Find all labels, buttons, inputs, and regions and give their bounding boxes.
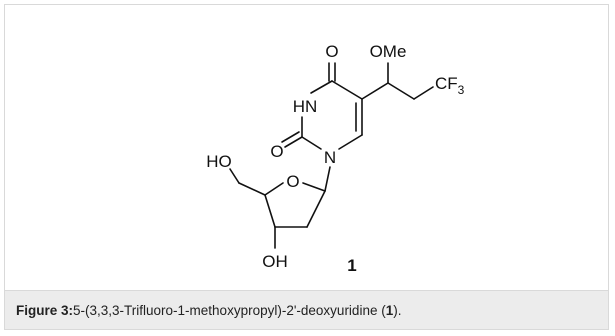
bond-c4prime-c3prime-bold — [264, 194, 276, 228]
bond-n1-c1prime — [324, 166, 331, 192]
chemical-structure-image: O OMe CF3 HN N O HO O OH 1 — [5, 5, 608, 291]
bond-n1-c2 — [301, 136, 322, 150]
figure-caption: Figure 3: 5-(3,3,3-Trifluoro-1-methoxypr… — [5, 290, 608, 329]
bond-c2-o — [284, 136, 303, 148]
molecule-drawing: O OMe CF3 HN N O HO O OH 1 — [206, 42, 465, 275]
bond-c5-cα — [361, 82, 389, 100]
figure: O OMe CF3 HN N O HO O OH 1 Figure 3: 5-(… — [4, 4, 609, 330]
bond-c2-o-double — [281, 131, 300, 143]
atom-n1: N — [324, 148, 336, 167]
atom-cf3: CF3 — [435, 74, 465, 97]
caption-compound-ref: 1 — [385, 302, 394, 318]
atom-oh-3prime: OH — [262, 252, 288, 271]
bond-c6-n1 — [338, 134, 363, 150]
bond-c2prime-c1prime — [306, 190, 326, 228]
atom-o-c4: O — [325, 42, 338, 61]
bond-c1prime-o4prime — [302, 182, 326, 192]
caption-text-end: ). — [393, 302, 402, 318]
bond-c4prime-c5prime — [238, 182, 266, 196]
bond-cα-cβ — [387, 82, 415, 100]
bond-cβ-cf3 — [413, 86, 434, 100]
atom-ho-5prime: HO — [206, 152, 232, 171]
bond-o4prime-c4prime — [264, 182, 284, 196]
bond-c4-c5 — [331, 80, 363, 100]
bond-c5prime-o5prime — [229, 168, 240, 184]
caption-label: Figure 3: — [16, 302, 74, 318]
compound-number: 1 — [347, 256, 356, 275]
atom-o-c2: O — [270, 142, 283, 161]
atom-hn: HN — [293, 97, 318, 116]
atom-o-ring: O — [286, 172, 299, 191]
caption-text: 5-(3,3,3-Trifluoro-1-methoxypropyl)-2'-d… — [73, 302, 386, 318]
bond-n3-c4 — [310, 80, 333, 94]
atom-ome: OMe — [370, 42, 407, 61]
